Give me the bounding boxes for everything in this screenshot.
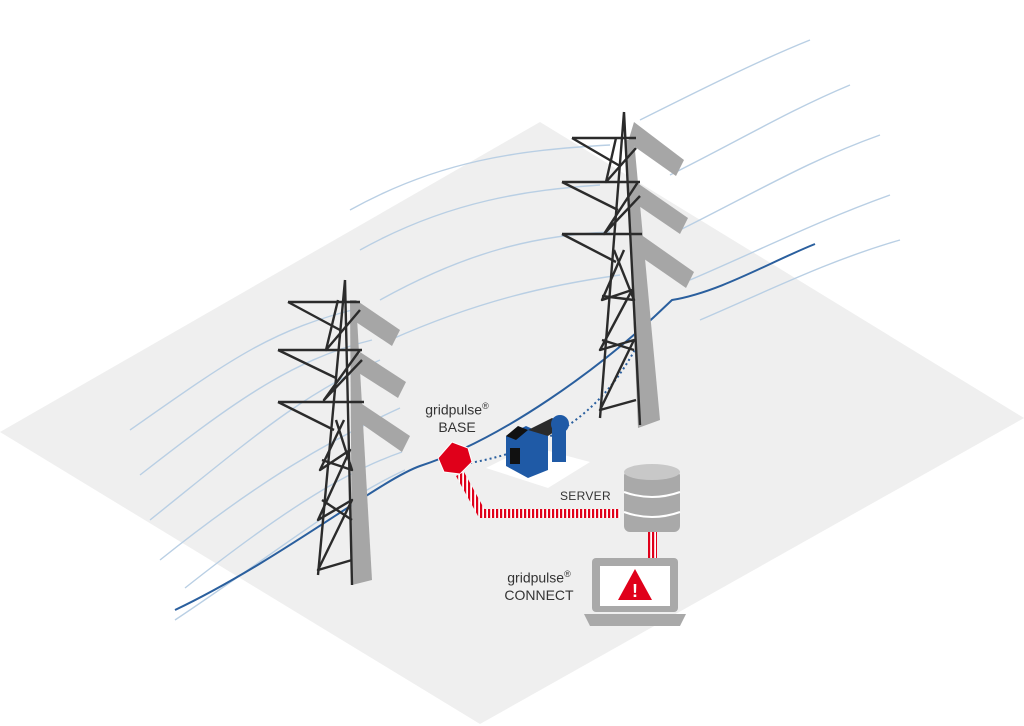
building-icon <box>486 415 590 488</box>
main-power-line <box>174 243 816 611</box>
data-link <box>456 472 657 560</box>
background-power-lines <box>129 39 901 621</box>
transmission-tower-icon <box>277 279 410 586</box>
monitored-line-dotted <box>469 339 641 464</box>
gridpulse-connect-label: gridpulse® CONNECT <box>504 569 574 603</box>
database-icon <box>623 464 681 532</box>
gridpulse-base-label: gridpulse® BASE <box>425 401 489 435</box>
warning-icon: ! <box>618 569 652 601</box>
svg-text:!: ! <box>632 581 638 601</box>
transmission-tower-icon <box>561 111 694 428</box>
server-label: SERVER <box>560 489 611 503</box>
